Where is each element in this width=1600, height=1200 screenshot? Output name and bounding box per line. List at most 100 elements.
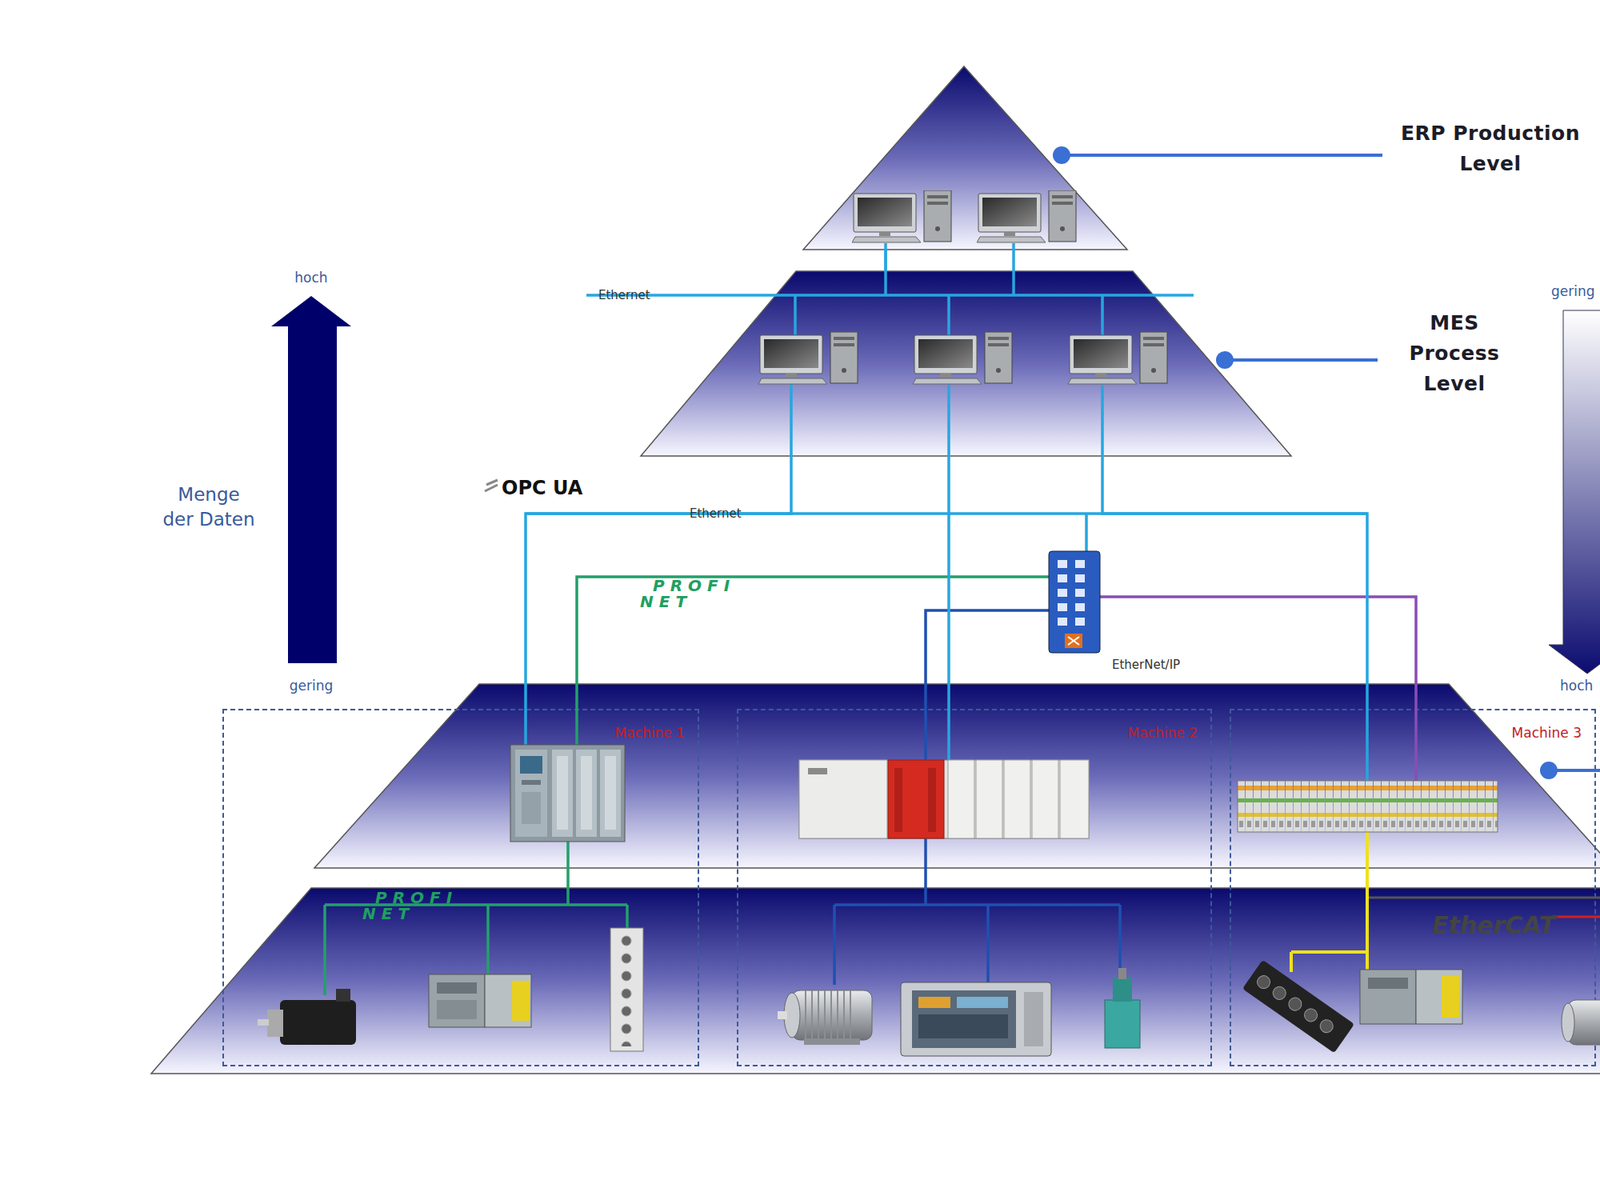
opc-ua-swoosh — [486, 480, 498, 485]
level-title: MES Process Level — [1386, 308, 1523, 400]
ethernet-ip-wire — [924, 838, 928, 905]
electric-motor — [1561, 1000, 1600, 1045]
machine-group: Machine 3 — [1229, 708, 1596, 1067]
servo-motor — [280, 1000, 356, 1045]
data-amount-arrow — [271, 296, 352, 664]
plc-controllogix — [976, 760, 1003, 839]
network-link — [525, 456, 792, 709]
level-outline — [640, 271, 1292, 456]
ethernet-wire — [586, 293, 1194, 297]
hmi-panel — [900, 982, 1052, 1056]
plc-controllogix — [894, 768, 903, 832]
ethercat-wire — [1552, 916, 1600, 919]
profinet-wire — [566, 841, 570, 905]
ethernet-wire — [947, 708, 951, 760]
control-level-band — [314, 684, 1600, 868]
plc-controllogix — [799, 760, 1089, 839]
servo-motor — [267, 1009, 284, 1037]
computer — [852, 190, 952, 243]
drive-unit — [436, 982, 477, 994]
computer — [1068, 332, 1168, 384]
level-title: ERP Production Level — [1382, 118, 1599, 180]
plc-siemens — [520, 756, 543, 774]
network-link — [1102, 456, 1368, 709]
drive-unit — [1368, 977, 1408, 989]
drive-unit — [1360, 969, 1416, 1024]
ethernet-wire — [793, 295, 797, 337]
electric-motor — [1561, 1003, 1575, 1042]
servo-motor — [257, 988, 356, 1045]
leader-line — [1548, 768, 1600, 772]
axis-label: hoch — [279, 269, 344, 286]
ethercat-wire — [1365, 832, 1369, 970]
network-label: Ethernet — [689, 506, 762, 521]
plc-controllogix — [799, 760, 888, 839]
opc-ua-swoosh — [484, 484, 498, 492]
computer — [976, 190, 1076, 243]
m12-io-block — [1242, 960, 1355, 1053]
network-switch — [1064, 633, 1083, 648]
ethernet-wire — [524, 708, 528, 745]
hmi-panel — [912, 990, 1016, 1048]
axis-label: hoch — [1560, 677, 1600, 694]
profinet-wire — [324, 576, 1049, 996]
servo-motor — [257, 1019, 269, 1026]
m12-io-block — [1242, 960, 1355, 1053]
hmi-panel — [956, 996, 1008, 1008]
electric-motor — [777, 1011, 788, 1020]
protocol-logo: PROFI NET — [362, 889, 463, 922]
drive-unit — [1360, 969, 1463, 1024]
drive-unit — [1416, 969, 1463, 1024]
plc-controllogix — [1032, 760, 1059, 839]
drive-unit — [1441, 976, 1460, 1018]
ethernet-wire — [525, 512, 1368, 516]
electric-motor — [777, 990, 872, 1045]
machine-title: Machine 1 — [615, 724, 685, 741]
limit-switch — [1104, 1000, 1140, 1048]
plc-siemens — [521, 792, 541, 824]
axis-label: gering — [1551, 283, 1600, 300]
profinet-wire — [324, 903, 628, 907]
electric-motor — [804, 1038, 860, 1045]
axis-label: gering — [279, 677, 344, 694]
electric-motor — [800, 990, 856, 1040]
fieldbus-wire — [1100, 596, 1416, 781]
plc-controllogix — [948, 760, 975, 839]
leader-line — [1052, 146, 1071, 164]
io-module — [610, 928, 644, 1052]
limit-switch — [1112, 977, 1132, 1002]
plc-controllogix — [888, 760, 944, 839]
network-link — [884, 249, 888, 272]
drive-unit — [512, 980, 530, 1021]
m12-io-block — [1286, 995, 1304, 1013]
ethernet-wire — [525, 243, 1368, 781]
ethernet-ip-wire — [834, 903, 1120, 907]
ethernet-wire — [1100, 384, 1104, 456]
profinet-wire — [625, 904, 629, 928]
plc-siemens — [552, 749, 573, 837]
ethercat-wire — [1289, 952, 1293, 972]
network-switch — [1068, 636, 1080, 645]
machine-title: Machine 2 — [1128, 724, 1198, 741]
io-terminal-rail — [1237, 780, 1498, 832]
limit-switch — [1118, 968, 1127, 980]
profinet-wire — [323, 904, 327, 996]
electric-motor — [792, 990, 872, 1040]
electric-motor — [784, 992, 800, 1038]
io-terminal-rail — [1237, 780, 1498, 832]
erp-level: ERP Production Level — [803, 66, 1128, 250]
protocol-label: EtherNet/IP — [1112, 657, 1216, 672]
leader-line — [1052, 146, 1600, 780]
ethernet-wire — [1012, 243, 1016, 296]
ethernet-ip-wire — [986, 904, 990, 983]
plc-siemens — [510, 744, 625, 842]
protocol-logo: PROFI NET — [640, 577, 740, 610]
ethernet-ip-wire — [1118, 904, 1122, 970]
plc-siemens — [580, 756, 592, 830]
level-outline — [803, 66, 1128, 250]
io-module — [610, 932, 644, 1047]
ethernet-wire — [1084, 513, 1088, 552]
